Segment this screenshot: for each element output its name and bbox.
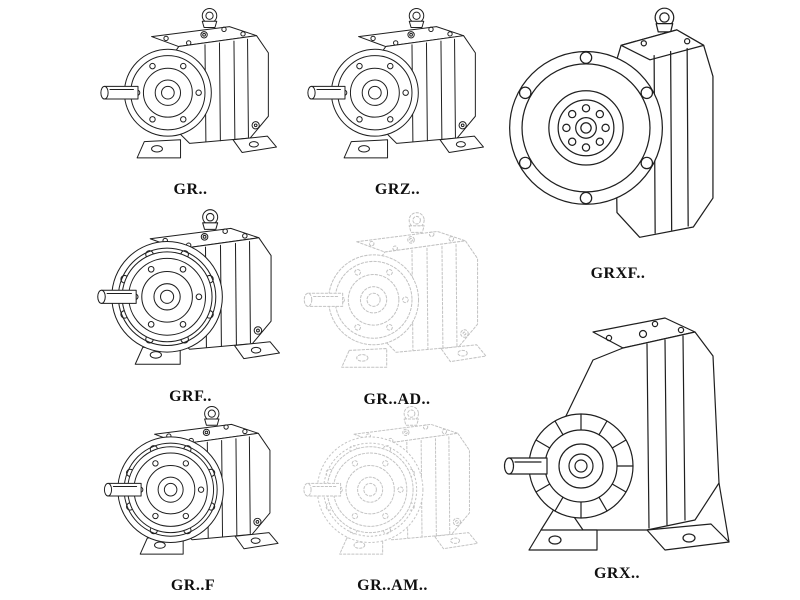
gearbox-label-gr-f: GR..F — [170, 577, 216, 594]
gearbox-figure-gram: GR..AM.. — [290, 402, 495, 595]
gearbox-figure-grz: GRZ.. — [295, 4, 500, 199]
grxf-gearbox-drawing — [509, 7, 714, 238]
grx-gearbox-drawing — [503, 317, 730, 551]
gearbox-label-gram: GR..AM.. — [357, 577, 428, 594]
grz-gearbox-drawing — [295, 4, 500, 176]
gearbox-label-grad: GR..AD.. — [363, 391, 431, 408]
gearbox-figure-grad: GR..AD.. — [292, 208, 502, 409]
gearbox-figure-grxf: GRXF.. — [498, 2, 738, 283]
gearbox-label-gr: GR.. — [173, 181, 208, 198]
gr-f-gearbox-drawing — [88, 402, 298, 572]
gr-ad-gearbox-drawing — [292, 208, 502, 386]
gearbox-label-grxf: GRXF.. — [590, 265, 646, 282]
gr-am-gearbox-drawing — [290, 402, 495, 572]
gearbox-label-grx: GRX.. — [593, 565, 641, 582]
gr-gearbox-drawing — [88, 4, 293, 176]
gearbox-figure-gr-f: GR..F — [88, 402, 298, 595]
gearbox-figure-grx: GRX.. — [492, 298, 742, 583]
grf-gearbox-drawing — [88, 205, 293, 383]
gearbox-figure-gr: GR.. — [88, 4, 293, 199]
gearbox-label-grz: GRZ.. — [374, 181, 421, 198]
gearbox-figure-grf: GRF.. — [88, 205, 293, 406]
gearbox-label-grf: GRF.. — [169, 388, 212, 405]
